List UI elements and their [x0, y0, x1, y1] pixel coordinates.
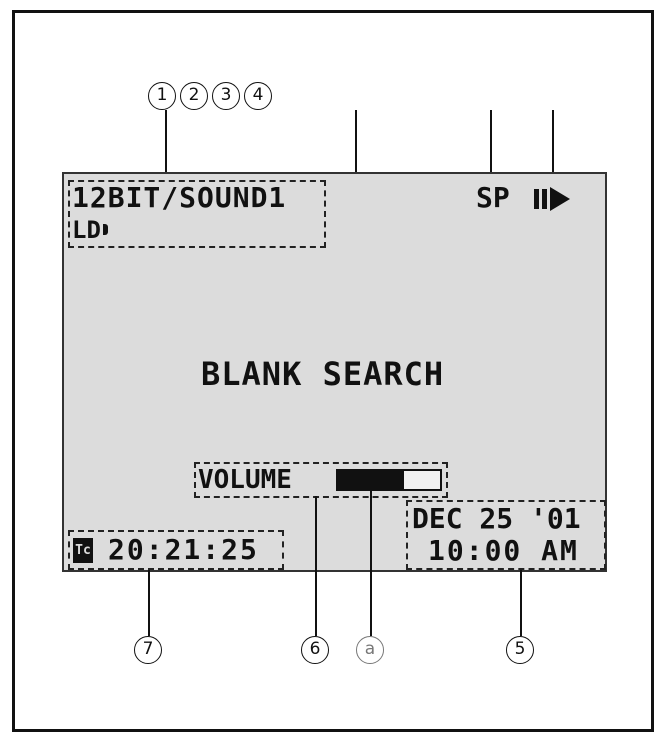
date-display: DEC 25 '01 — [412, 502, 581, 535]
leader-line-volume — [315, 496, 317, 636]
volume-label: VOLUME — [198, 465, 292, 495]
callout-4: 4 — [244, 82, 272, 110]
leader-line-date-time — [520, 570, 522, 636]
audio-mode-text: 12BIT/SOUND1 — [72, 181, 287, 214]
tc-icon: Tc — [73, 538, 93, 563]
timecode-display: 20:21:25 — [108, 533, 259, 566]
speaker-icon — [102, 224, 108, 235]
leader-line-timecode — [148, 570, 150, 636]
blank-search-message: BLANK SEARCH — [201, 355, 445, 393]
volume-bar — [336, 469, 442, 491]
date-time-box — [406, 500, 606, 570]
leader-line-volume-bar — [370, 490, 372, 636]
viewfinder-screen: 12BIT/SOUND1 LD SP BLANK SEARCH VOLUME D… — [62, 172, 607, 572]
timecode-box — [68, 530, 284, 570]
callout-a: a — [356, 636, 384, 664]
callout-3: 3 — [212, 82, 240, 110]
tape-speed: SP — [476, 181, 510, 214]
time-display: 10:00 AM — [428, 534, 579, 567]
callout-5: 5 — [506, 636, 534, 664]
leader-line-tape-speed — [490, 110, 492, 182]
audio-mode-box — [68, 180, 326, 248]
leader-line-audio — [165, 110, 167, 184]
play-pause-icon — [534, 187, 584, 211]
callout-1: 1 — [148, 82, 176, 110]
volume-bar-fill — [338, 471, 405, 489]
ld-indicator: LD — [72, 218, 108, 242]
ld-text: LD — [72, 216, 101, 244]
callout-6: 6 — [301, 636, 329, 664]
leader-line-play-mode — [552, 110, 554, 182]
callout-2: 2 — [180, 82, 208, 110]
volume-box — [194, 462, 448, 498]
callout-7: 7 — [134, 636, 162, 664]
